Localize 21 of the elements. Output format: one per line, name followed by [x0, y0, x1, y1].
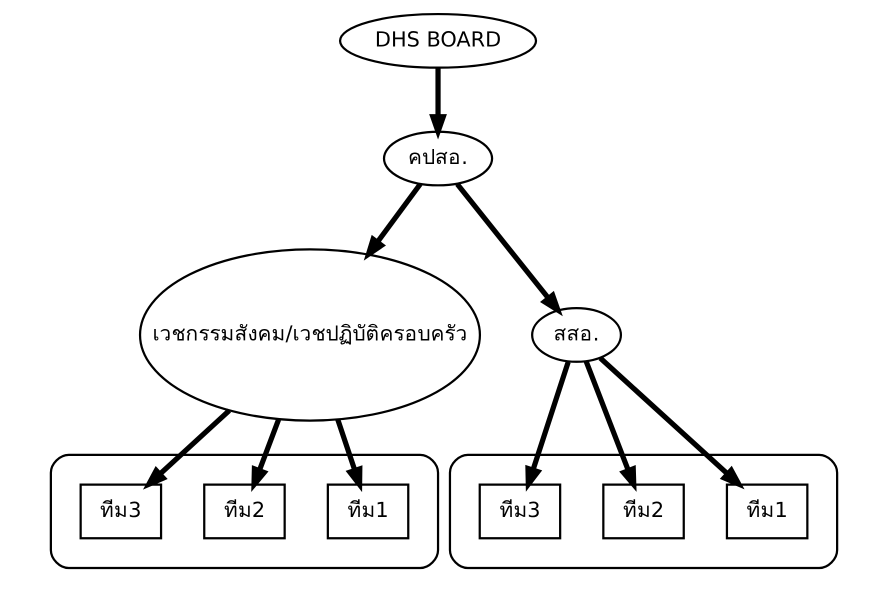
node-ellipse: เวชกรรมสังคม/เวชปฏิบัติครอบครัว — [138, 248, 481, 422]
arrow — [428, 68, 446, 140]
cluster — [49, 454, 439, 570]
node-box: ทีม2 — [602, 484, 684, 540]
cluster — [448, 454, 838, 570]
arrow — [142, 408, 230, 490]
node-ellipse: DHS BOARD — [338, 12, 537, 69]
node-ellipse: สสอ. — [530, 307, 622, 363]
node-box: ทีม1 — [725, 484, 808, 540]
node-box: ทีม3 — [478, 484, 561, 540]
arrow — [334, 418, 362, 492]
node-box: ทีม1 — [326, 484, 409, 540]
arrow — [524, 361, 570, 492]
arrow — [363, 182, 422, 261]
arrow — [598, 356, 744, 490]
node-box: ทีม3 — [79, 484, 162, 540]
node-ellipse: คปสอ. — [382, 130, 493, 186]
arrow — [583, 360, 636, 492]
node-box: ทีม2 — [202, 484, 286, 540]
arrow — [250, 418, 280, 492]
arrow — [454, 182, 562, 316]
